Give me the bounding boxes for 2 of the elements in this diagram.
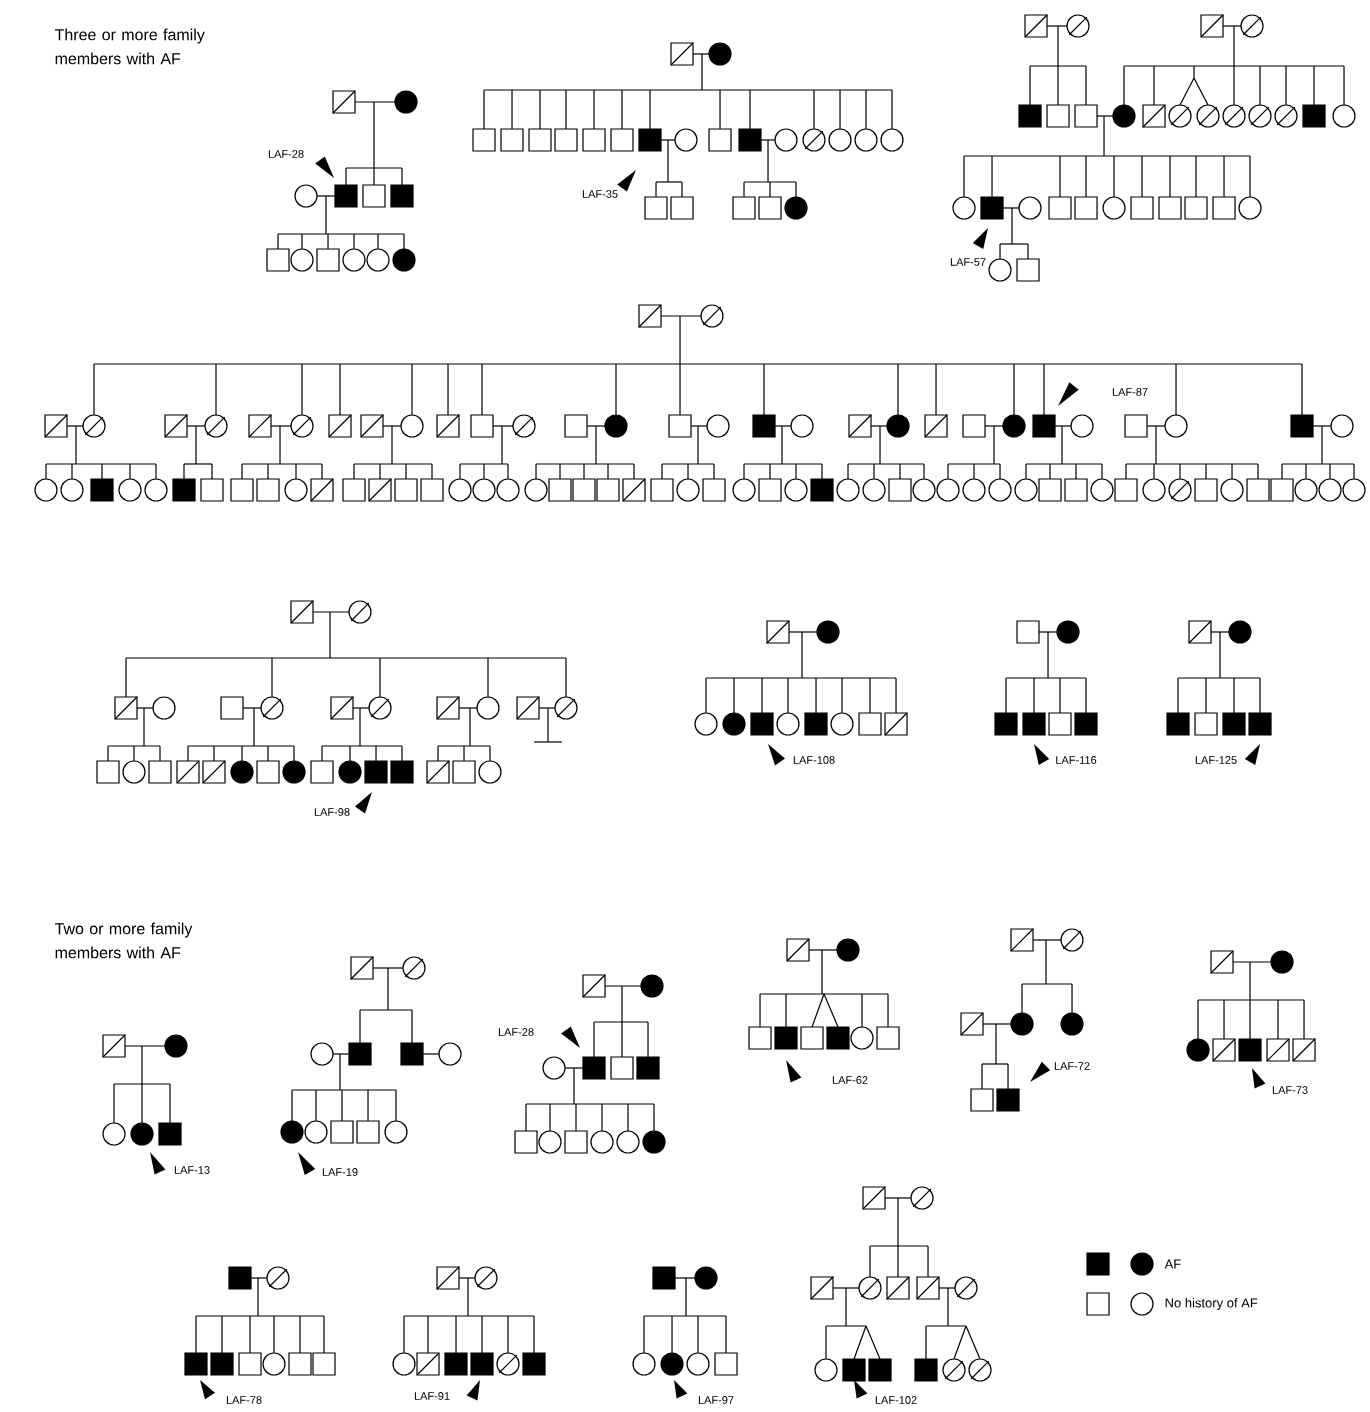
section-heading: Two or more family members with AF <box>54 922 193 959</box>
section-heading: Three or more family members with AF <box>54 28 205 65</box>
